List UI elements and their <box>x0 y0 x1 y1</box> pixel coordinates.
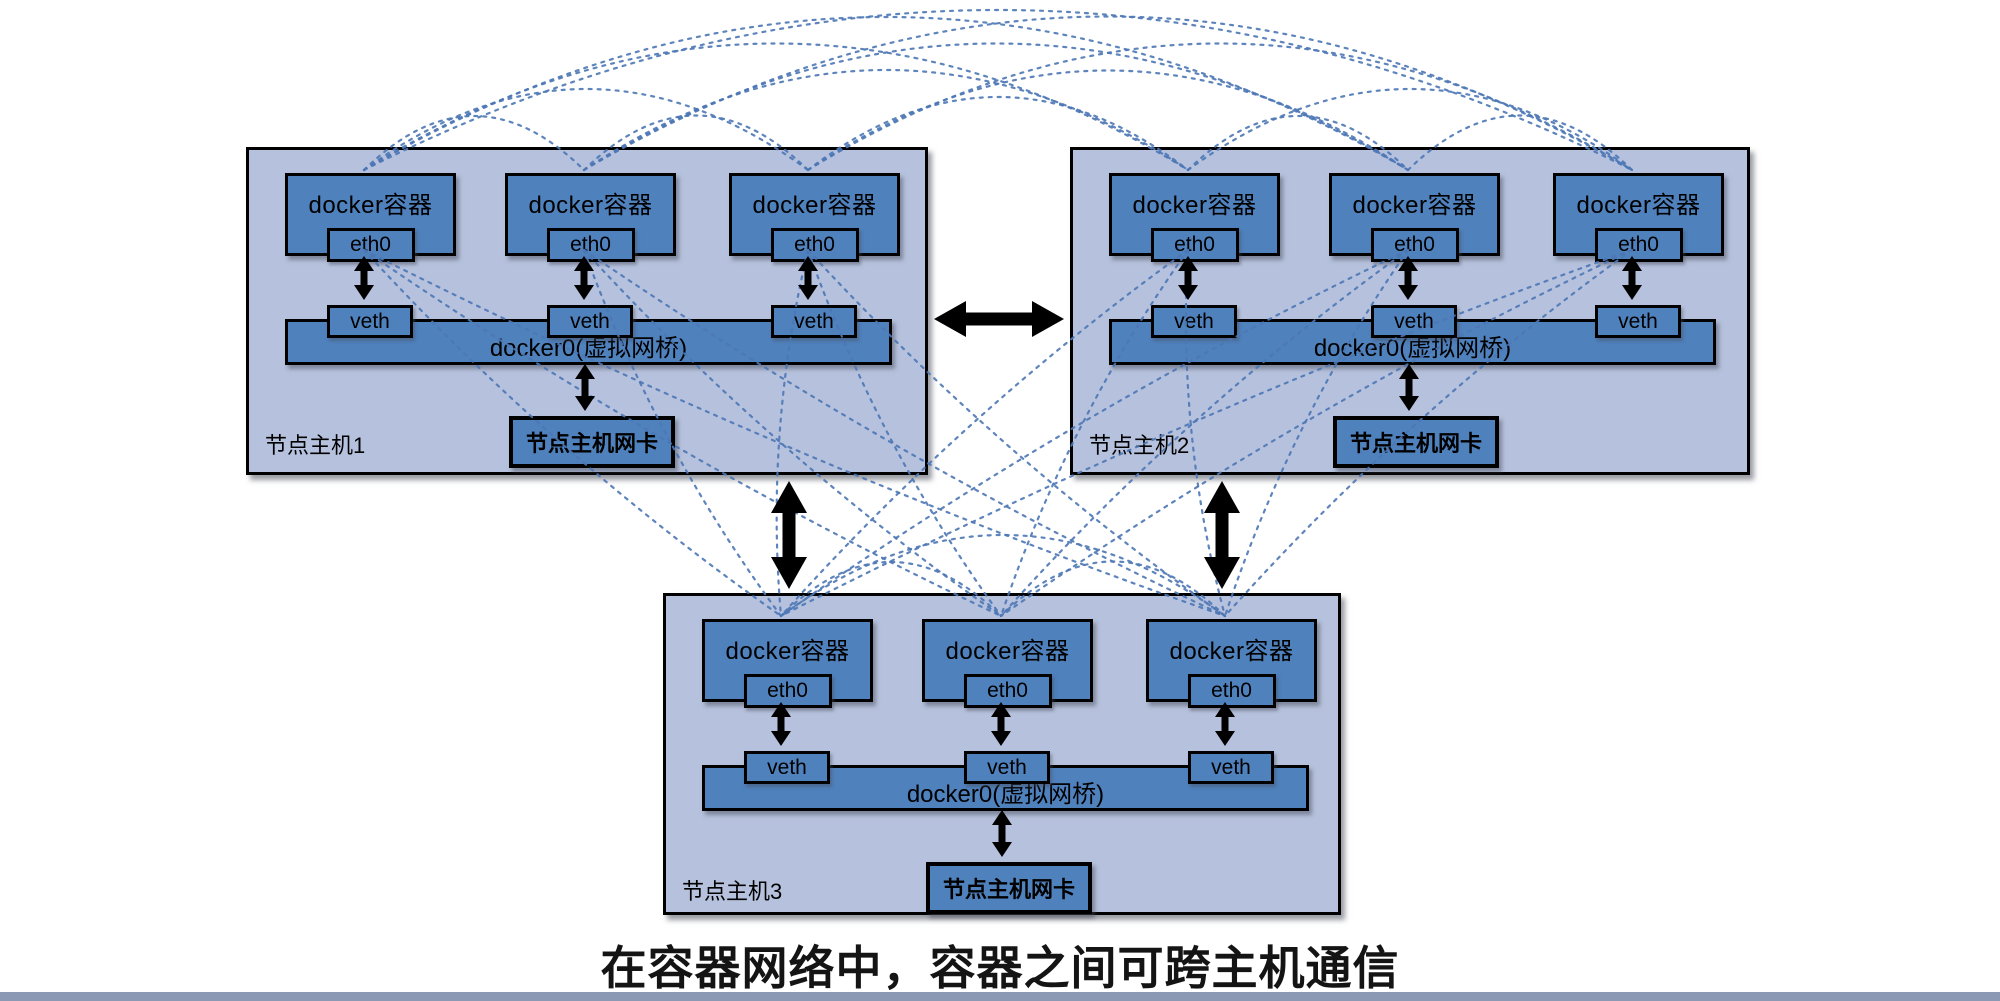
veth-label: veth <box>350 309 390 333</box>
veth-label: veth <box>570 309 610 333</box>
docker-container-box: docker容器 eth0 <box>1109 173 1280 262</box>
container-mesh-link <box>362 8 1634 172</box>
host-label: 节点主机1 <box>265 433 366 458</box>
page-edge-strip <box>0 992 2000 1001</box>
docker-container-box: docker容器 eth0 <box>729 173 900 262</box>
docker-container-box: docker容器 eth0 <box>505 173 676 262</box>
veth-interface-box: veth <box>1151 305 1237 338</box>
eth0-label: eth0 <box>767 679 808 702</box>
docker-container-label: docker容器 <box>752 191 877 219</box>
eth0-label: eth0 <box>1394 233 1435 256</box>
docker-container-label: docker容器 <box>1169 637 1294 665</box>
docker-container-label: docker容器 <box>528 191 653 219</box>
veth-label: veth <box>1394 309 1434 333</box>
docker-container-label: docker容器 <box>308 191 433 219</box>
eth0-interface-box: eth0 <box>743 674 832 708</box>
docker-container-label: docker容器 <box>945 637 1070 665</box>
eth0-interface-box: eth0 <box>1370 228 1459 262</box>
docker-container-box: docker容器 eth0 <box>922 619 1093 708</box>
docker-container-label: docker容器 <box>1576 191 1701 219</box>
host-nic-label: 节点主机网卡 <box>525 431 658 456</box>
eth0-label: eth0 <box>794 233 835 256</box>
host1-host3-arrow <box>771 481 807 589</box>
veth-label: veth <box>794 309 834 333</box>
eth0-interface-box: eth0 <box>1594 228 1683 262</box>
host-nic-box: 节点主机网卡 <box>509 416 675 468</box>
veth-label: veth <box>767 755 807 779</box>
veth-interface-box: veth <box>1595 305 1681 338</box>
veth-label: veth <box>1174 309 1214 333</box>
docker-container-box: docker容器 eth0 <box>1146 619 1317 708</box>
host2-host3-arrow <box>1204 481 1240 589</box>
docker-container-label: docker容器 <box>1132 191 1257 219</box>
veth-label: veth <box>987 755 1027 779</box>
host-label: 节点主机2 <box>1089 433 1190 458</box>
eth0-label: eth0 <box>1618 233 1659 256</box>
eth0-label: eth0 <box>1211 679 1252 702</box>
veth-label: veth <box>1211 755 1251 779</box>
veth-interface-box: veth <box>964 751 1050 784</box>
eth0-interface-box: eth0 <box>546 228 635 262</box>
eth0-interface-box: eth0 <box>1150 228 1239 262</box>
docker-container-box: docker容器 eth0 <box>285 173 456 262</box>
docker0-bridge-label: docker0(虚拟网桥) <box>906 780 1105 808</box>
host-nic-box: 节点主机网卡 <box>926 862 1092 914</box>
eth0-label: eth0 <box>350 233 391 256</box>
veth-interface-box: veth <box>327 305 413 338</box>
docker-container-box: docker容器 eth0 <box>1329 173 1500 262</box>
veth-label: veth <box>1618 309 1658 333</box>
veth-interface-box: veth <box>547 305 633 338</box>
veth-interface-box: veth <box>744 751 830 784</box>
docker-container-box: docker容器 eth0 <box>702 619 873 708</box>
docker-container-label: docker容器 <box>1352 191 1477 219</box>
caption-text: 在容器网络中，容器之间可跨主机通信 <box>600 942 1400 994</box>
host-nic-label: 节点主机网卡 <box>942 877 1075 902</box>
host1-host2-arrow <box>934 301 1064 337</box>
eth0-interface-box: eth0 <box>770 228 859 262</box>
host-nic-box: 节点主机网卡 <box>1333 416 1499 468</box>
eth0-interface-box: eth0 <box>963 674 1052 708</box>
veth-interface-box: veth <box>1371 305 1457 338</box>
host-label: 节点主机3 <box>682 879 783 904</box>
eth0-interface-box: eth0 <box>326 228 415 262</box>
veth-interface-box: veth <box>1188 751 1274 784</box>
veth-interface-box: veth <box>771 305 857 338</box>
host-nic-label: 节点主机网卡 <box>1349 431 1482 456</box>
eth0-label: eth0 <box>987 679 1028 702</box>
eth0-interface-box: eth0 <box>1187 674 1276 708</box>
docker-container-label: docker容器 <box>725 637 850 665</box>
eth0-label: eth0 <box>570 233 611 256</box>
eth0-label: eth0 <box>1174 233 1215 256</box>
docker-container-box: docker容器 eth0 <box>1553 173 1724 262</box>
